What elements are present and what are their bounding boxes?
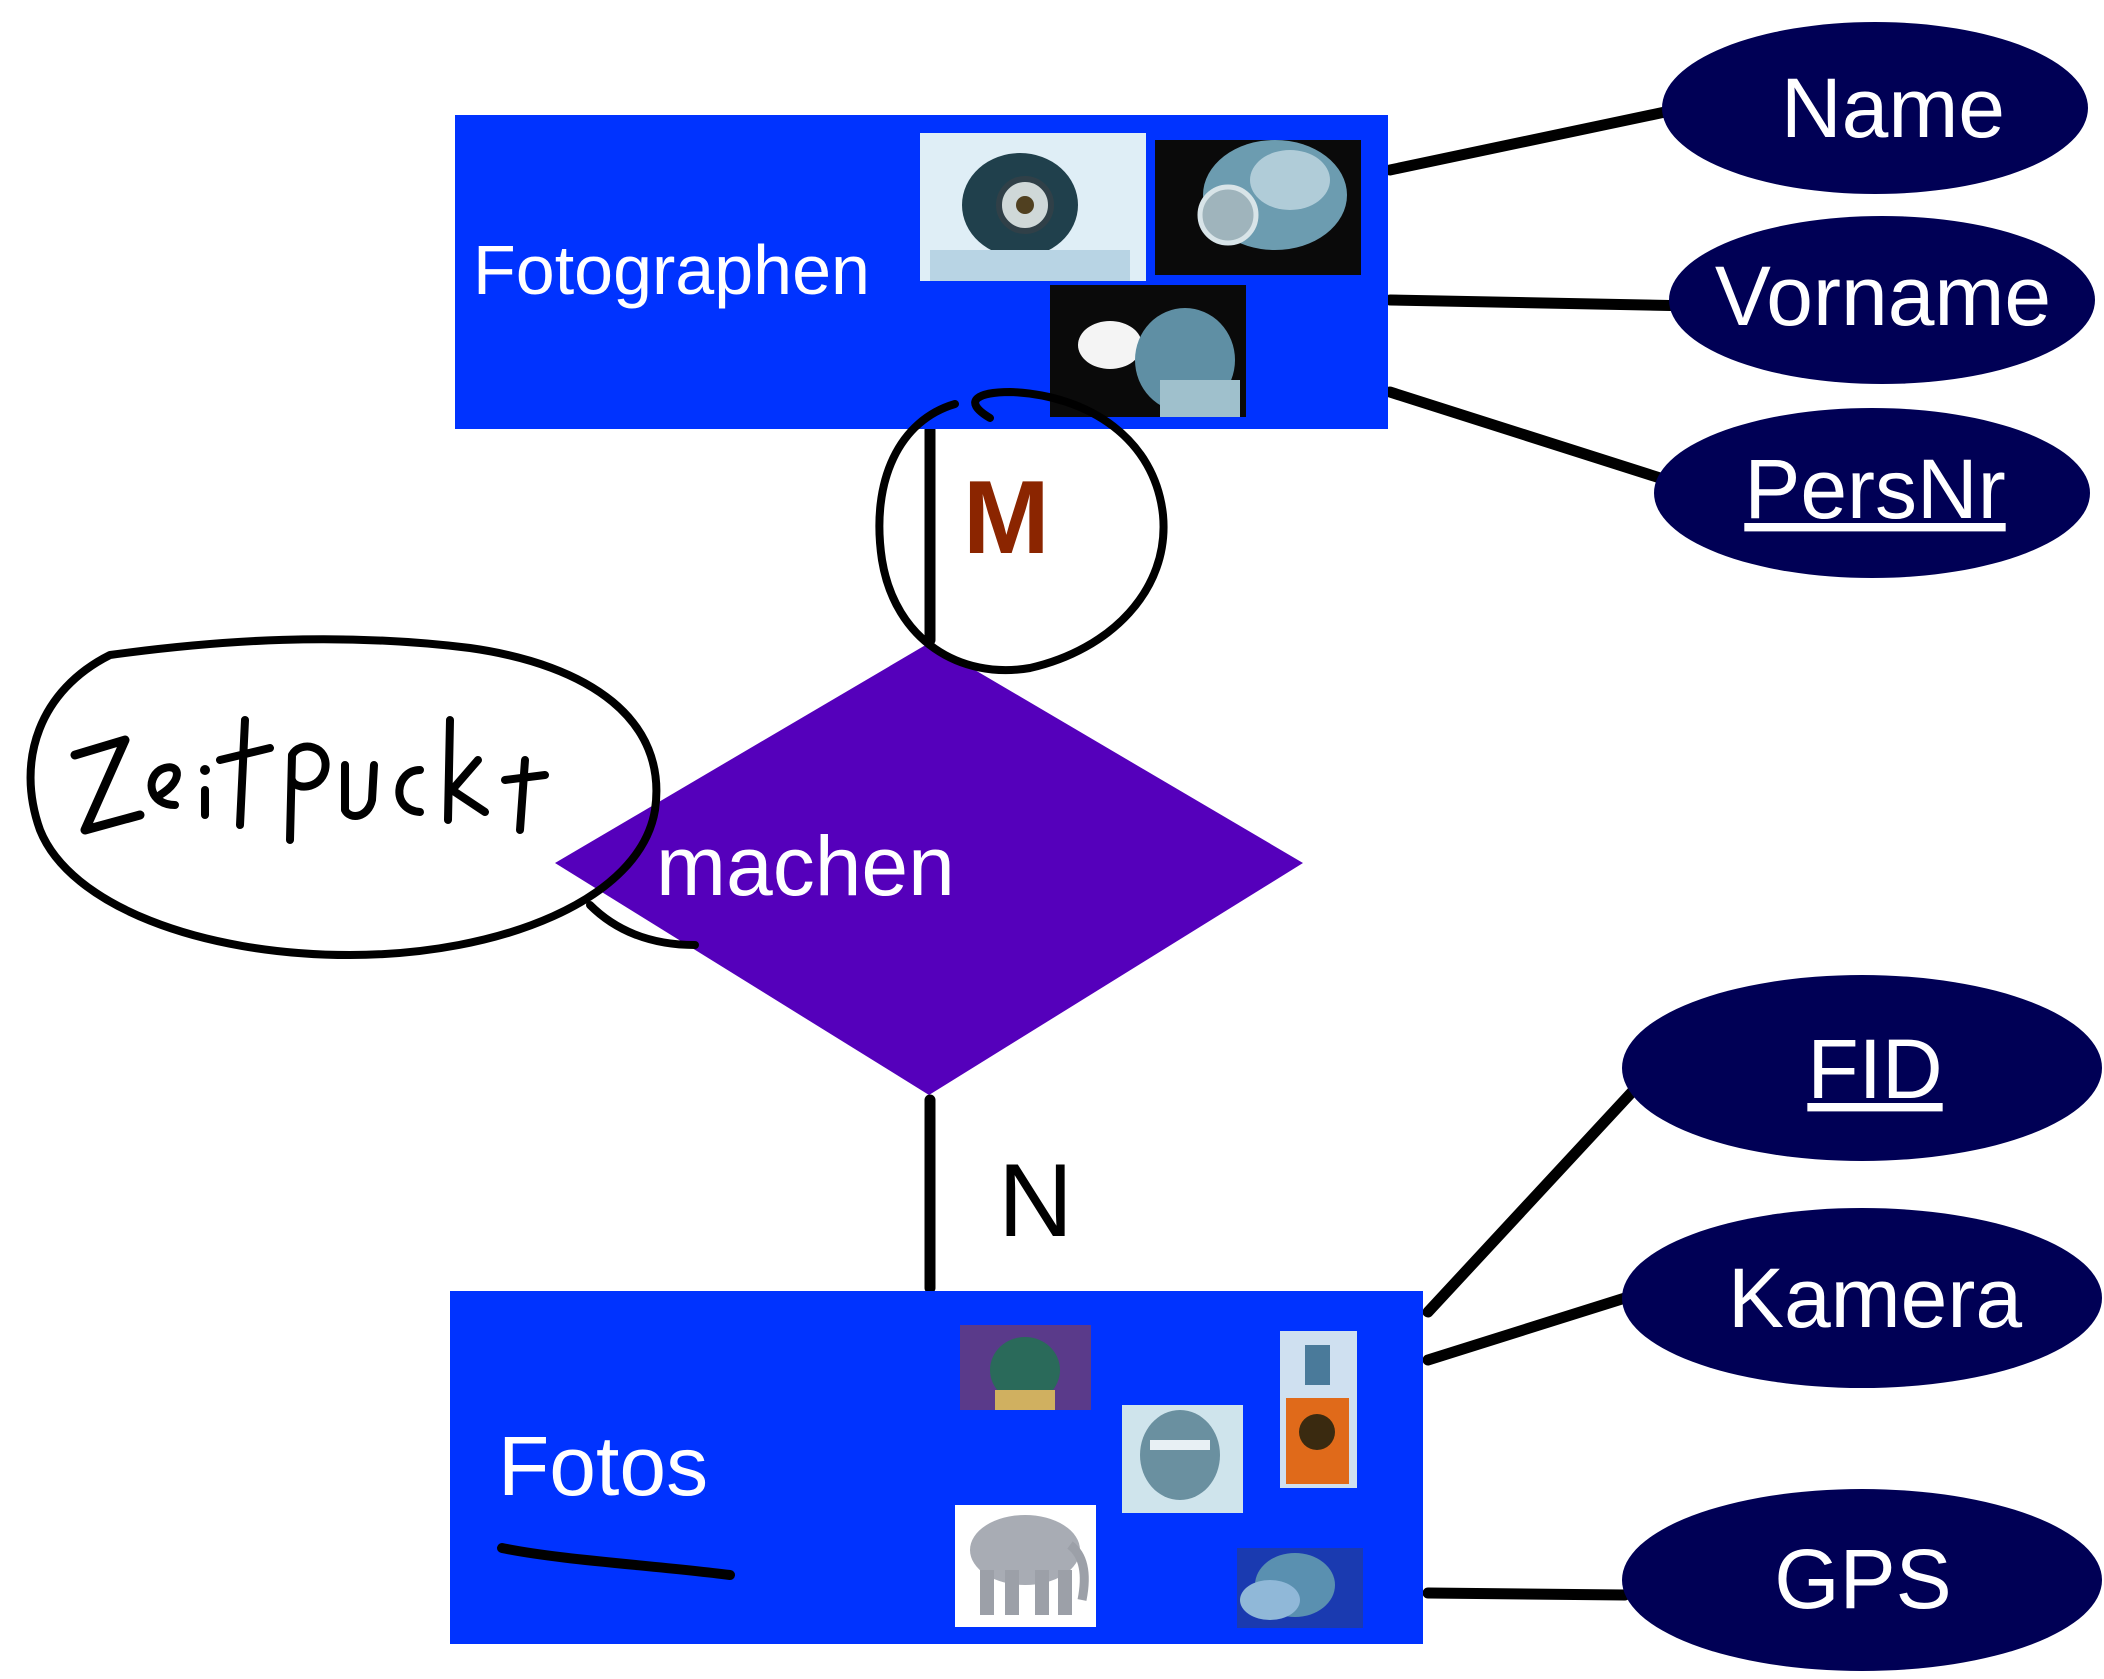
foto-thumbnail-2 <box>1122 1405 1243 1513</box>
photographer-image-1 <box>920 133 1146 281</box>
connector-gps <box>1422 1587 1631 1601</box>
entity-fotographen-label: Fotographen <box>473 231 870 309</box>
attribute-persnr-ellipse <box>1654 408 2090 578</box>
attribute-gps-label: GPS <box>1774 1532 1951 1626</box>
handwritten-fotos-underline <box>497 1543 735 1580</box>
foto-thumbnail-3 <box>1280 1331 1357 1488</box>
attribute-kamera: Kamera <box>1622 1208 2102 1388</box>
photographer-image-3 <box>1050 285 1246 417</box>
attribute-fid-ellipse <box>1622 975 2102 1161</box>
foto-thumbnail-1 <box>960 1325 1091 1410</box>
entity-fotos: Fotos <box>450 1291 1423 1644</box>
attribute-gps: GPS <box>1622 1489 2102 1671</box>
handwritten-zeitpunkt-ellipse <box>26 635 661 959</box>
photographer-image-2 <box>1155 140 1361 275</box>
connector-name <box>1384 106 1671 176</box>
connector-vorname <box>1384 294 1701 312</box>
foto-thumbnail-5 <box>1237 1548 1363 1628</box>
attribute-fid-label: FID <box>1807 1022 1942 1116</box>
connector-persnr <box>1384 386 1666 484</box>
attribute-persnr: PersNr <box>1654 408 2090 578</box>
attribute-vorname: Vorname <box>1669 216 2095 384</box>
attribute-vorname-label: Vorname <box>1715 249 2051 343</box>
attribute-kamera-label: Kamera <box>1728 1251 2022 1345</box>
attribute-persnr-label: PersNr <box>1744 442 2005 536</box>
attribute-name-ellipse <box>1662 22 2088 194</box>
attribute-kamera-ellipse <box>1622 1208 2102 1388</box>
relationship-machen: machen <box>555 643 1303 1095</box>
cardinality-m: M <box>963 460 1050 576</box>
connector-kamera <box>1422 1292 1631 1366</box>
attribute-vorname-ellipse <box>1669 216 2095 384</box>
handwritten-circle-m <box>875 388 1168 675</box>
relationship-machen-diamond <box>555 643 1303 1095</box>
relationship-machen-label: machen <box>656 819 955 913</box>
attribute-name: Name <box>1662 22 2088 194</box>
attribute-fid: FID <box>1622 975 2102 1161</box>
cardinality-n: N <box>998 1143 1073 1259</box>
handwritten-annotations <box>26 388 1168 1580</box>
attribute-name-label: Name <box>1781 61 2005 155</box>
handwritten-zeitpunkt-text <box>70 716 549 844</box>
entity-fotographen: Fotographen <box>455 115 1388 429</box>
handwritten-zeitpunkt-connector <box>586 901 699 949</box>
foto-thumbnail-4 <box>955 1505 1096 1627</box>
connector-fid <box>1422 1086 1638 1318</box>
attribute-gps-ellipse <box>1622 1489 2102 1671</box>
connectors <box>924 106 1701 1601</box>
entity-fotos-label: Fotos <box>498 1419 708 1513</box>
